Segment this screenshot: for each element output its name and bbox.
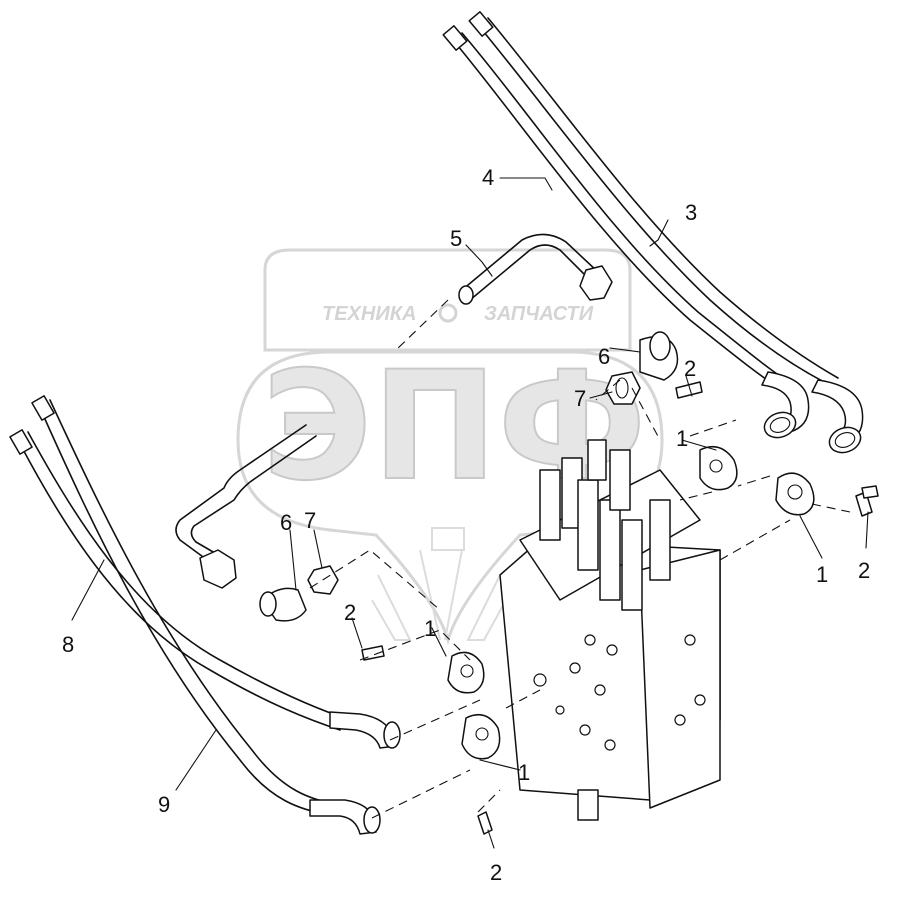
callout-part-3: 3 xyxy=(685,200,697,225)
control-valve-block xyxy=(499,439,721,821)
callout-part-4: 4 xyxy=(482,165,494,190)
callout-part-2-upper: 2 xyxy=(684,356,696,381)
callout-part-9: 9 xyxy=(158,792,170,817)
callout-part-2-right: 2 xyxy=(858,558,870,583)
watermark-right-word: ЗАПЧАСТИ xyxy=(484,303,594,325)
assembly-centerlines xyxy=(309,299,851,819)
callout-part-2-lower: 2 xyxy=(344,600,356,625)
callout-part-1-right: 1 xyxy=(816,562,828,587)
callout-part-7-upper: 7 xyxy=(574,386,586,411)
callout-part-5: 5 xyxy=(450,226,462,251)
callout-part-1-bottom: 1 xyxy=(518,760,530,785)
fittings-upper xyxy=(605,331,679,405)
hose-pair-8-9 xyxy=(9,395,401,835)
watermark-left-word: ТЕХНИКА xyxy=(322,303,416,325)
callout-part-6-upper: 6 xyxy=(598,344,610,369)
tube-left-elbow xyxy=(175,424,317,589)
flange-bolt-right xyxy=(675,381,879,517)
hose-pair-3-4 xyxy=(442,11,864,454)
fittings-lower xyxy=(259,565,339,622)
flange-bolt-lower xyxy=(361,645,501,835)
tube-5 xyxy=(458,233,613,305)
valve-spools xyxy=(539,439,671,611)
leader-lines xyxy=(71,177,869,849)
gear-icon xyxy=(438,303,458,323)
callout-part-1-upper: 1 xyxy=(676,426,688,451)
port-holes xyxy=(533,634,706,751)
callouts: 4 3 5 6 2 7 1 1 2 6 7 2 1 8 9 1 2 xyxy=(62,165,870,885)
callout-part-2-bottom: 2 xyxy=(490,860,502,885)
wheat-icon xyxy=(371,527,507,641)
callout-part-8: 8 xyxy=(62,632,74,657)
callout-part-6-lower: 6 xyxy=(280,510,292,535)
callout-part-7-lower: 7 xyxy=(304,508,316,533)
callout-part-1-lower: 1 xyxy=(424,616,436,641)
